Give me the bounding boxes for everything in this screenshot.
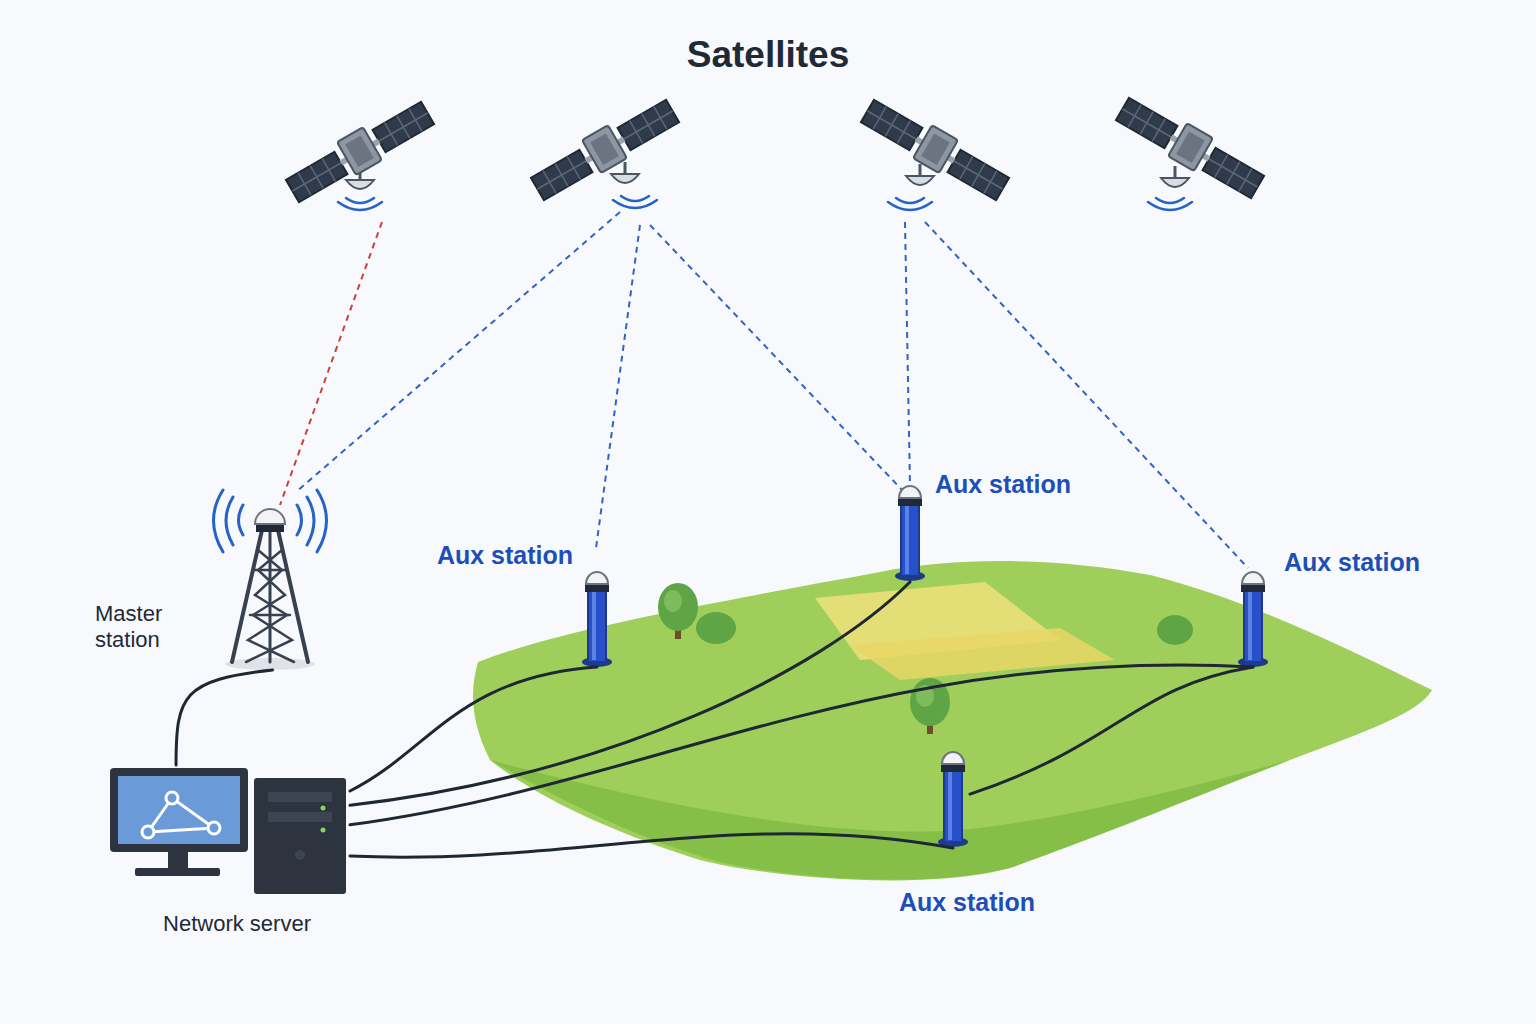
station-label: Aux station — [1262, 548, 1442, 577]
satellite — [282, 96, 436, 210]
diagram-title: Satellites — [0, 34, 1536, 76]
master-tower — [225, 530, 315, 670]
field-patch — [850, 628, 1115, 680]
network-cable — [350, 665, 1253, 825]
satellite — [527, 94, 681, 208]
aux-pole — [1238, 572, 1268, 667]
signal-line — [280, 212, 1248, 568]
station-label: Aux station — [913, 470, 1093, 499]
network-server: Network server — [105, 765, 350, 895]
aux-pole — [938, 752, 968, 847]
station-label: Master station — [95, 601, 195, 654]
network-cable — [176, 670, 272, 765]
network-cable — [350, 667, 597, 791]
network-cable — [350, 834, 953, 857]
network-cable — [970, 667, 1253, 794]
aux-pole — [582, 572, 612, 667]
ground-shade — [490, 760, 1290, 880]
station-label: Aux station — [877, 888, 1057, 917]
aux-station: Aux station — [936, 750, 970, 848]
aux-station: Aux station — [893, 497, 927, 582]
station-label: Aux station — [415, 541, 595, 570]
station-label: Network server — [127, 911, 347, 937]
ground-area — [473, 561, 1432, 880]
aux-station: Aux station — [1236, 575, 1270, 667]
radio-waves — [214, 490, 327, 552]
server-computer — [110, 768, 346, 894]
satellite — [1113, 92, 1267, 210]
master-station: Master station — [230, 505, 315, 670]
aux-pole — [895, 486, 925, 581]
satellite — [858, 94, 1012, 210]
network-cable — [350, 582, 910, 805]
aux-station: Aux station — [580, 572, 614, 667]
